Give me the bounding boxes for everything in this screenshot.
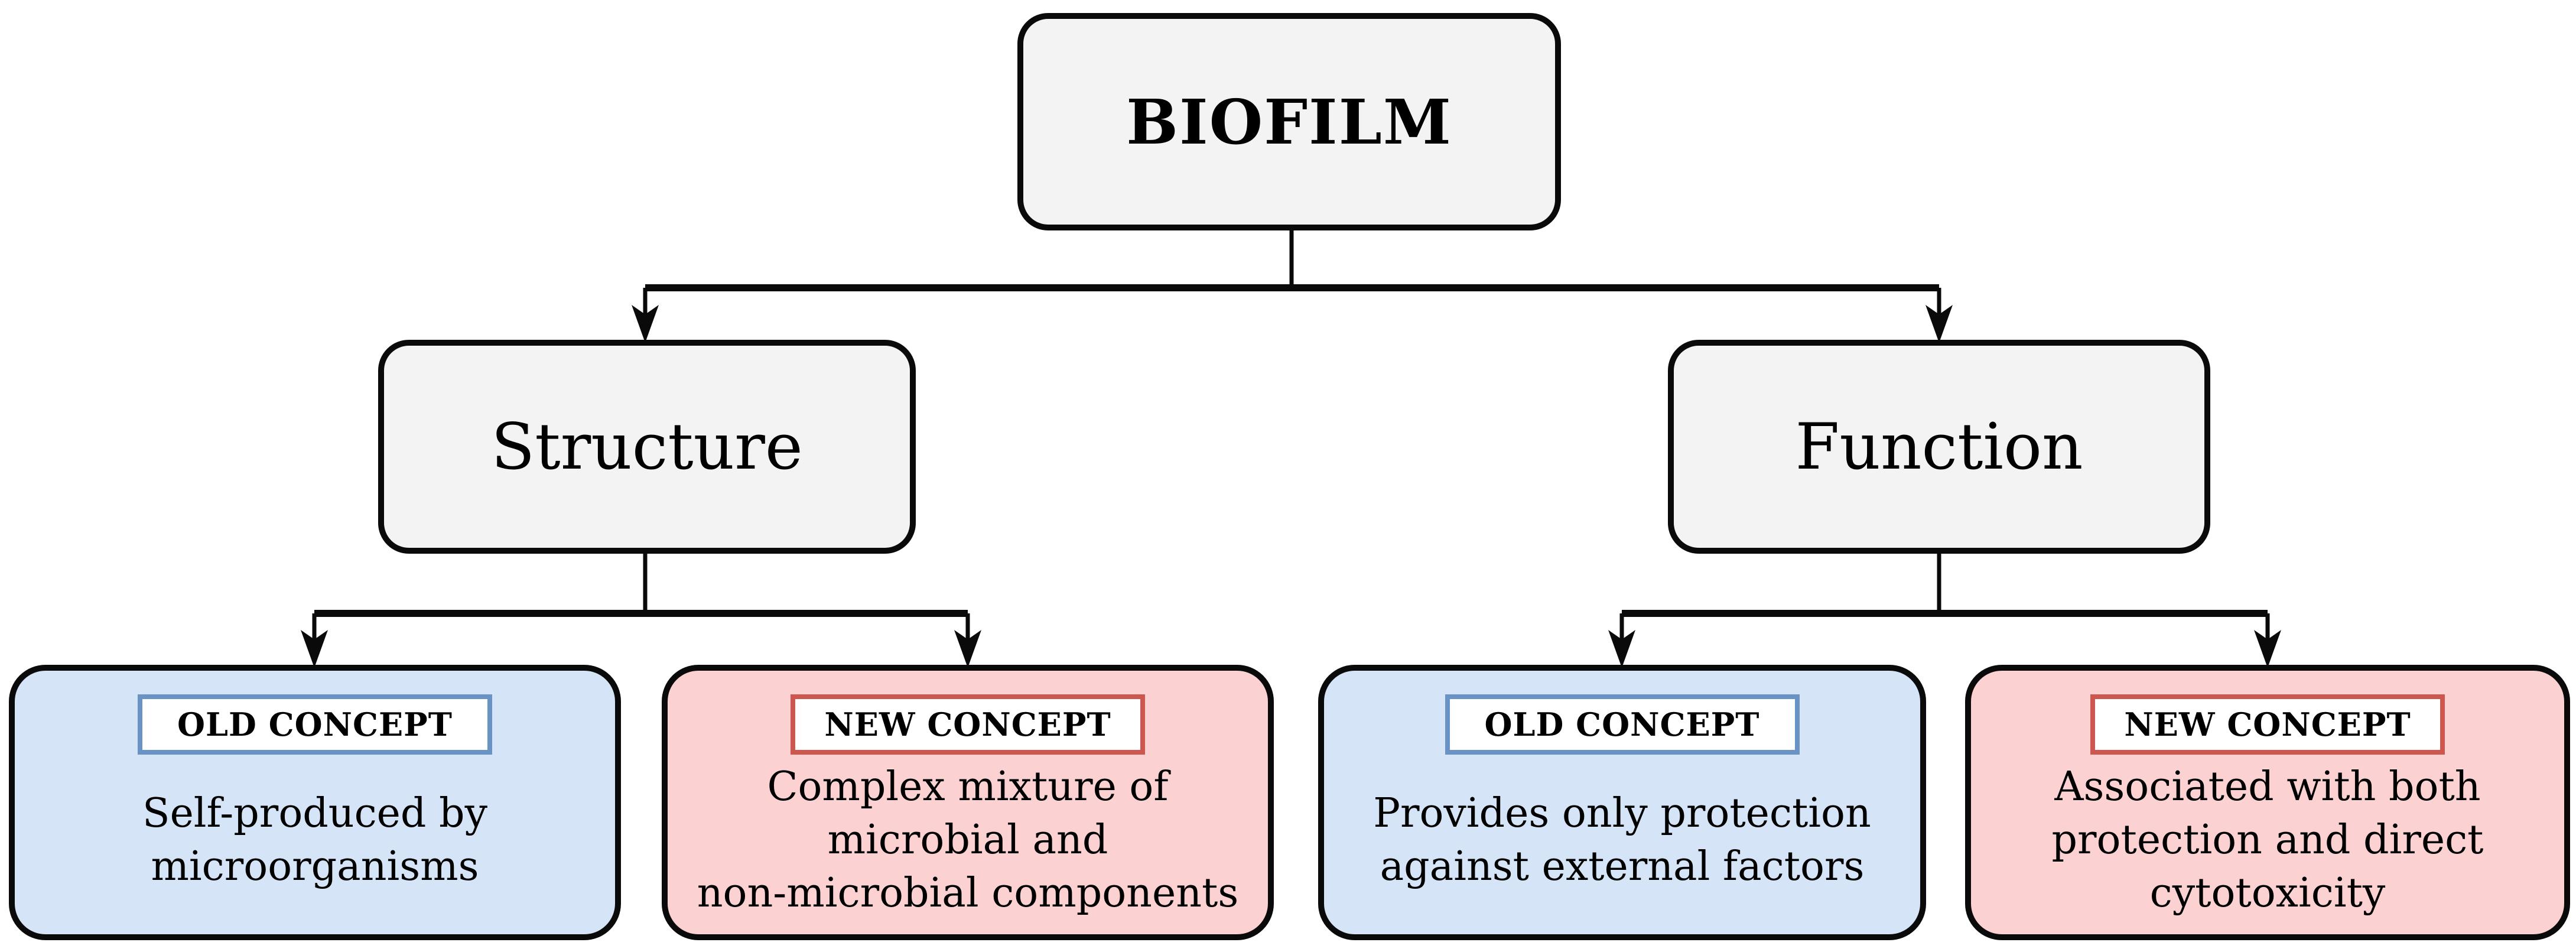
node-structure: Structure [378, 340, 916, 554]
new-concept-tag: NEW CONCEPT [2090, 694, 2445, 755]
arrowhead-icon [2254, 630, 2281, 668]
arrowhead-icon [301, 630, 328, 668]
new-concept-tag: NEW CONCEPT [791, 694, 1145, 755]
old-concept-tag-label: OLD CONCEPT [1484, 706, 1760, 743]
leaf-function-new-text: Associated with both protection and dire… [2051, 763, 2484, 917]
node-biofilm-label: BIOFILM [1126, 85, 1452, 158]
old-concept-tag: OLD CONCEPT [1445, 694, 1800, 755]
leaf-structure-new-text: Complex mixture of microbial and non-mic… [697, 763, 1239, 917]
arrowhead-icon [1608, 630, 1635, 668]
leaf-function-old-concept: OLD CONCEPT Provides only protection aga… [1318, 665, 1926, 940]
node-function-label: Function [1795, 410, 2083, 484]
arrowhead-icon [632, 305, 659, 343]
arrowhead-icon [1926, 305, 1953, 343]
leaf-function-new-concept: NEW CONCEPT Associated with both protect… [1965, 665, 2570, 940]
new-concept-tag-label: NEW CONCEPT [2124, 706, 2411, 743]
leaf-structure-old-text: Self-produced by microorganisms [142, 790, 487, 890]
old-concept-tag-label: OLD CONCEPT [177, 706, 453, 743]
new-concept-tag-label: NEW CONCEPT [824, 706, 1111, 743]
leaf-structure-old-concept: OLD CONCEPT Self-produced by microorgani… [9, 665, 621, 940]
node-function: Function [1668, 340, 2210, 554]
old-concept-tag: OLD CONCEPT [138, 694, 492, 755]
node-biofilm: BIOFILM [1017, 13, 1561, 230]
node-structure-label: Structure [491, 410, 803, 484]
leaf-structure-new-concept: NEW CONCEPT Complex mixture of microbial… [662, 665, 1274, 940]
leaf-function-old-text: Provides only protection against externa… [1373, 790, 1871, 890]
arrowhead-icon [954, 630, 981, 668]
